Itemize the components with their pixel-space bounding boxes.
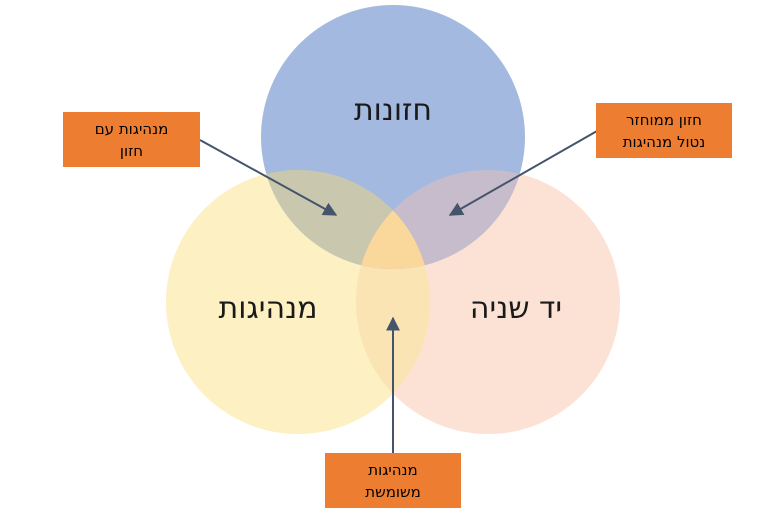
arrow-right-callout xyxy=(448,130,598,216)
callout-bottom-line2: משומשת xyxy=(365,482,421,501)
callout-right-line1: חזון ממוחזר xyxy=(626,110,702,129)
callout-leadership-with-vision: מנהיגות עם חזון xyxy=(63,112,200,167)
circle-label-right: יד שניה xyxy=(470,291,562,326)
callout-recycled-vision: חזון ממוחזר נטול מנהיגות xyxy=(596,103,732,158)
overlap-top-left xyxy=(261,170,430,269)
callout-left-line2: חזון xyxy=(119,141,144,160)
callout-used-leadership: מנהיגות משומשת xyxy=(325,453,461,508)
arrow-left-callout xyxy=(199,139,338,216)
callout-bottom-line1: מנהיגות xyxy=(368,460,418,479)
callout-right-line2: נטול מנהיגות xyxy=(622,132,706,151)
overlap-top-right xyxy=(356,170,525,269)
circle-label-left: מנהיגות xyxy=(219,291,318,326)
circle-label-top: חזונות xyxy=(354,93,432,128)
callout-left-line1: מנהיגות עם xyxy=(94,119,169,138)
